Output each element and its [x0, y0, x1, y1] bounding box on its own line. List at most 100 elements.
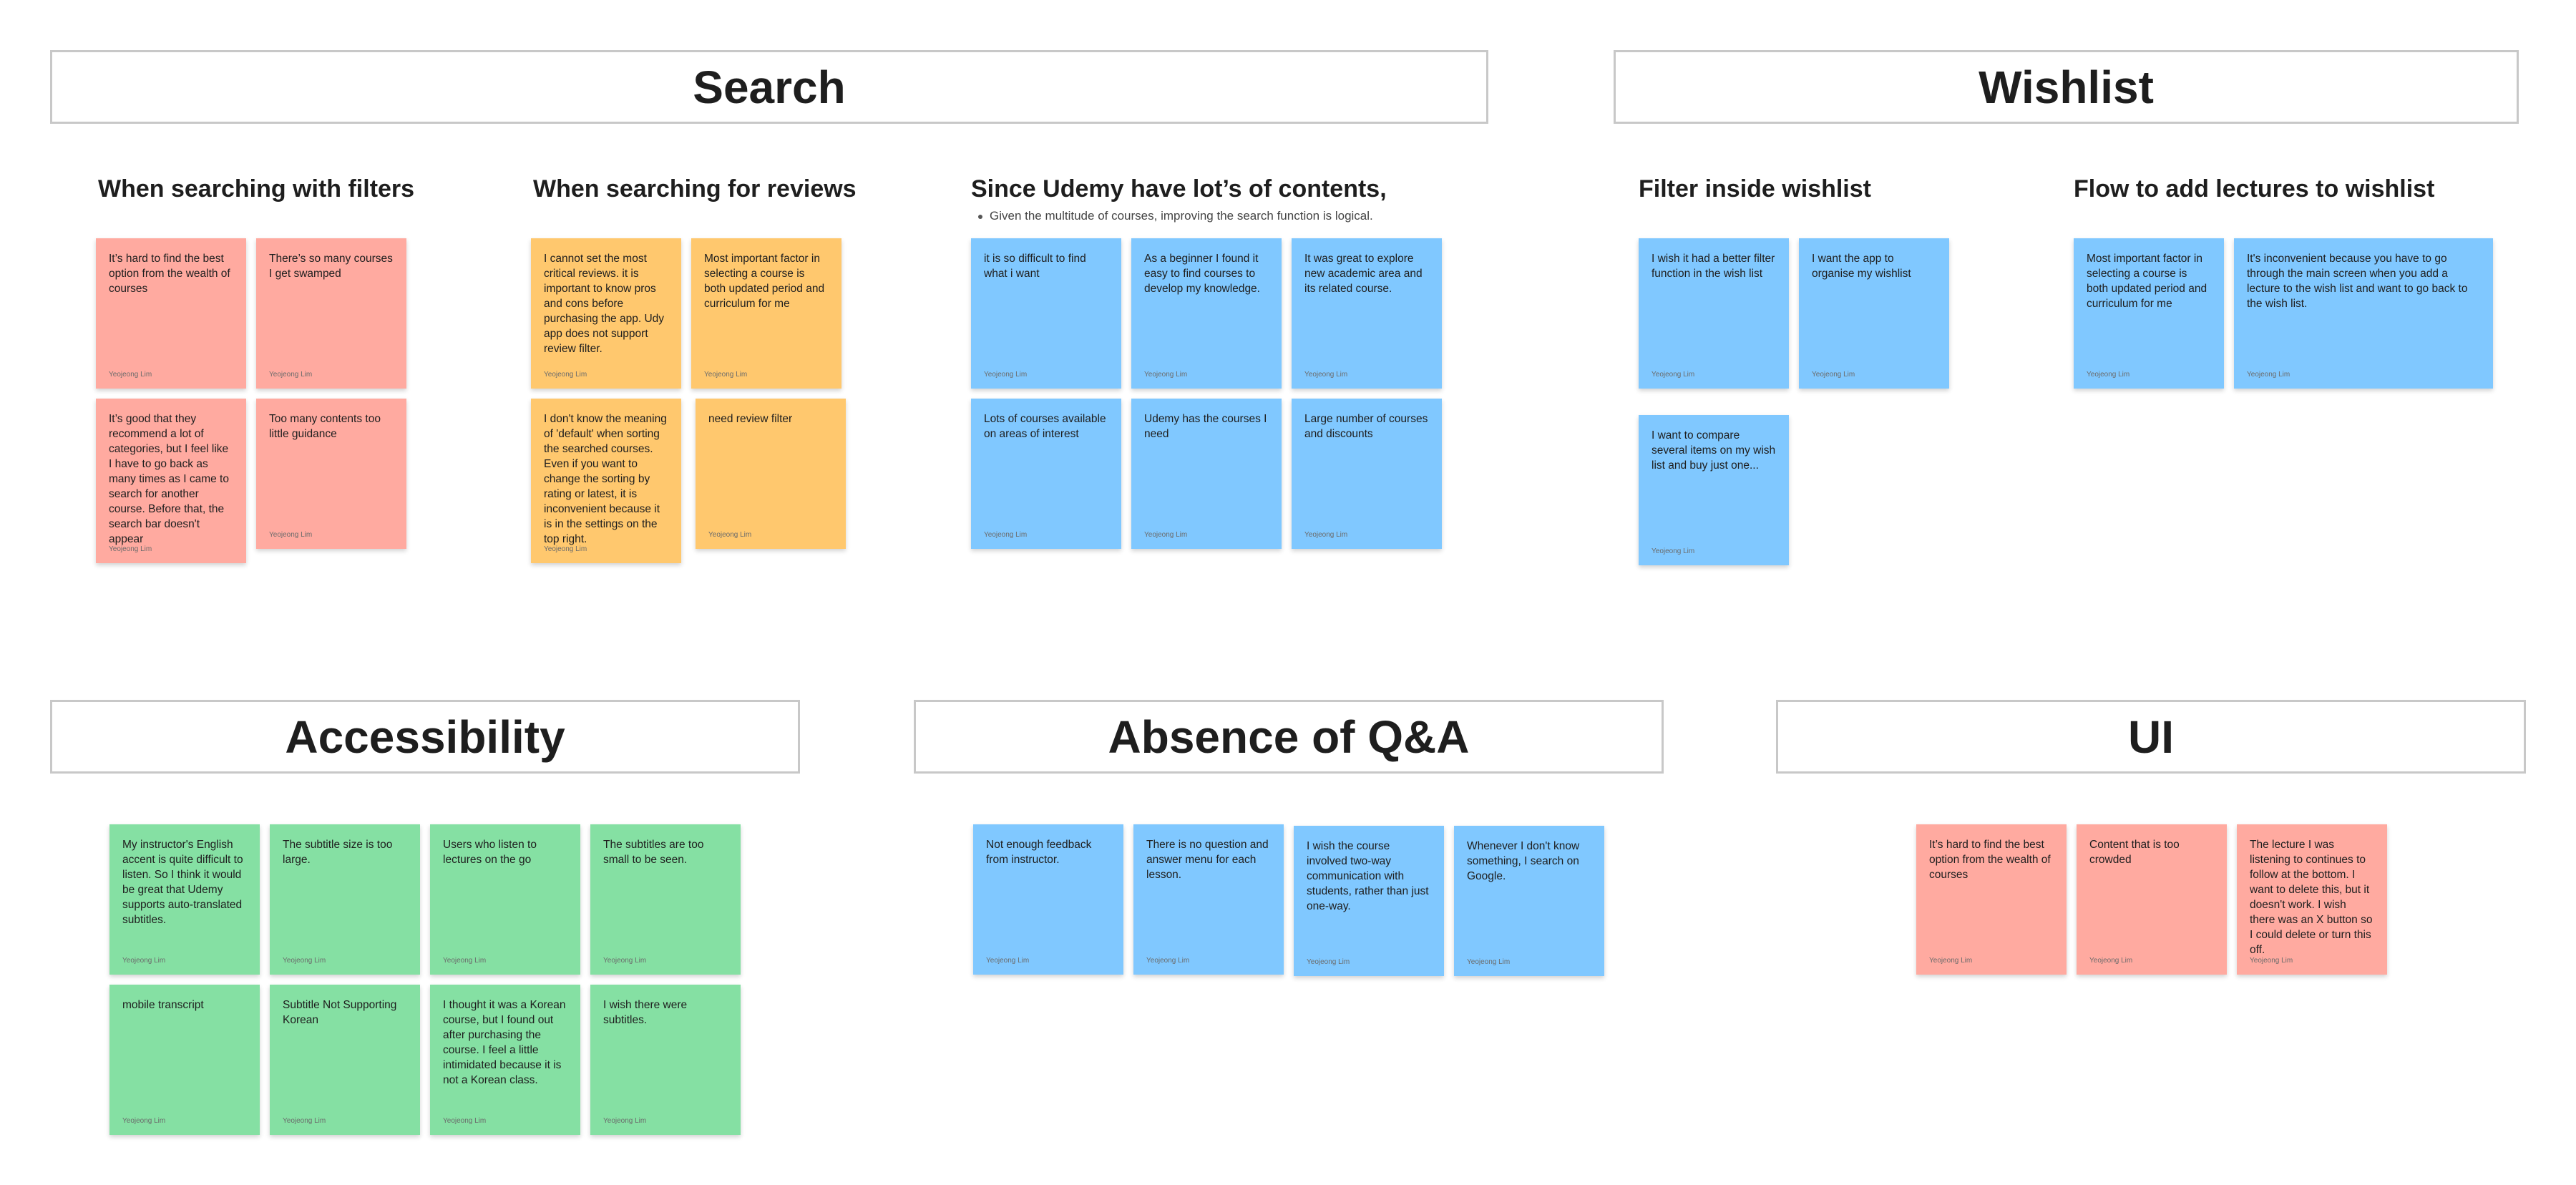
- sticky-note[interactable]: Subtitle Not Supporting Korean Yeojeong …: [270, 985, 420, 1135]
- sticky-text: It’s good that they recommend a lot of c…: [109, 413, 229, 545]
- sticky-text: Content that is too crowded: [2089, 839, 2180, 866]
- sticky-author: Yeojeong Lim: [984, 531, 1028, 539]
- sticky-text: I don't know the meaning of 'default' wh…: [544, 413, 667, 545]
- sticky-note[interactable]: Not enough feedback from instructor. Yeo…: [973, 824, 1123, 975]
- sticky-note[interactable]: It’s hard to find the best option from t…: [1916, 824, 2067, 975]
- sticky-author: Yeojeong Lim: [704, 371, 748, 379]
- sticky-author: Yeojeong Lim: [603, 957, 647, 965]
- sticky-note[interactable]: Users who listen to lectures on the go Y…: [430, 824, 580, 975]
- sticky-author: Yeojeong Lim: [603, 1117, 647, 1125]
- sticky-text: Udemy has the courses I need: [1144, 413, 1267, 440]
- sticky-text: I wish the course involved two-way commu…: [1307, 840, 1429, 912]
- sticky-note[interactable]: The subtitle size is too large. Yeojeong…: [270, 824, 420, 975]
- sticky-author: Yeojeong Lim: [1652, 547, 1695, 555]
- sticky-author: Yeojeong Lim: [1652, 371, 1695, 379]
- sticky-text: Users who listen to lectures on the go: [443, 839, 537, 866]
- sticky-text: As a beginner I found it easy to find co…: [1144, 253, 1260, 295]
- group-title-wishlist-filter: Filter inside wishlist: [1639, 175, 1871, 203]
- sticky-author: Yeojeong Lim: [2087, 371, 2130, 379]
- sticky-author: Yeojeong Lim: [443, 1117, 487, 1125]
- group-title-filters: When searching with filters: [98, 175, 415, 203]
- sticky-note[interactable]: need review filter Yeojeong Lim: [696, 399, 846, 549]
- sticky-author: Yeojeong Lim: [1146, 957, 1190, 965]
- section-header-wishlist: Wishlist: [1614, 50, 2519, 124]
- sticky-note[interactable]: Large number of courses and discounts Ye…: [1292, 399, 1442, 549]
- group-title-contents: Since Udemy have lot’s of contents,: [971, 175, 1387, 203]
- sticky-text: I cannot set the most critical reviews. …: [544, 253, 665, 355]
- sticky-text: I thought it was a Korean course, but I …: [443, 999, 566, 1086]
- sticky-note[interactable]: I wish it had a better filter function i…: [1639, 238, 1789, 389]
- sticky-author: Yeojeong Lim: [2250, 957, 2293, 965]
- sticky-author: Yeojeong Lim: [122, 1117, 166, 1125]
- sticky-text: Most important factor in selecting a cou…: [2087, 253, 2207, 310]
- sticky-author: Yeojeong Lim: [1929, 957, 1973, 965]
- sticky-note[interactable]: I cannot set the most critical reviews. …: [531, 238, 681, 389]
- bullet-icon: [978, 214, 982, 219]
- sticky-note[interactable]: There’s so many courses I get swamped Ye…: [256, 238, 406, 389]
- sticky-note[interactable]: Too many contents too little guidance Ye…: [256, 399, 406, 549]
- sticky-text: Lots of courses available on areas of in…: [984, 413, 1106, 440]
- sticky-author: Yeojeong Lim: [2089, 957, 2133, 965]
- sticky-note[interactable]: Lots of courses available on areas of in…: [971, 399, 1121, 549]
- sticky-text: I wish there were subtitles.: [603, 999, 688, 1026]
- sticky-note[interactable]: I wish the course involved two-way commu…: [1294, 826, 1444, 976]
- sticky-author: Yeojeong Lim: [269, 371, 313, 379]
- sticky-note[interactable]: It's inconvenient because you have to go…: [2234, 238, 2493, 389]
- sticky-author: Yeojeong Lim: [109, 371, 152, 379]
- group-note-contents: Given the multitude of courses, improvin…: [978, 209, 1373, 223]
- sticky-author: Yeojeong Lim: [1304, 531, 1348, 539]
- sticky-note[interactable]: mobile transcript Yeojeong Lim: [109, 985, 260, 1135]
- sticky-author: Yeojeong Lim: [544, 371, 587, 379]
- sticky-text: The lecture I was listening to continues…: [2250, 839, 2373, 956]
- sticky-text: It's inconvenient because you have to go…: [2247, 253, 2468, 310]
- sticky-author: Yeojeong Lim: [109, 545, 152, 553]
- sticky-note[interactable]: Whenever I don't know something, I searc…: [1454, 826, 1604, 976]
- sticky-text: It’s hard to find the best option from t…: [109, 253, 230, 295]
- sticky-author: Yeojeong Lim: [708, 531, 752, 539]
- sticky-note[interactable]: The lecture I was listening to continues…: [2237, 824, 2387, 975]
- sticky-note[interactable]: My instructor's English accent is quite …: [109, 824, 260, 975]
- sticky-text: Most important factor in selecting a cou…: [704, 253, 825, 310]
- sticky-text: I want to compare several items on my wi…: [1652, 429, 1776, 472]
- sticky-note[interactable]: There is no question and answer menu for…: [1133, 824, 1284, 975]
- sticky-author: Yeojeong Lim: [986, 957, 1030, 965]
- sticky-author: Yeojeong Lim: [2247, 371, 2290, 379]
- sticky-note[interactable]: It’s good that they recommend a lot of c…: [96, 399, 246, 563]
- sticky-text: My instructor's English accent is quite …: [122, 839, 243, 926]
- sticky-author: Yeojeong Lim: [544, 545, 587, 553]
- sticky-note[interactable]: Most important factor in selecting a cou…: [2074, 238, 2224, 389]
- sticky-note[interactable]: I don't know the meaning of 'default' wh…: [531, 399, 681, 563]
- sticky-note[interactable]: Most important factor in selecting a cou…: [691, 238, 841, 389]
- sticky-text: mobile transcript: [122, 999, 204, 1011]
- sticky-note[interactable]: Udemy has the courses I need Yeojeong Li…: [1131, 399, 1282, 549]
- sticky-note[interactable]: it is so difficult to find what i want Y…: [971, 238, 1121, 389]
- sticky-text: The subtitles are too small to be seen.: [603, 839, 704, 866]
- sticky-author: Yeojeong Lim: [1304, 371, 1348, 379]
- sticky-author: Yeojeong Lim: [984, 371, 1028, 379]
- sticky-note[interactable]: I wish there were subtitles. Yeojeong Li…: [590, 985, 741, 1135]
- sticky-note[interactable]: I want the app to organise my wishlist Y…: [1799, 238, 1949, 389]
- sticky-author: Yeojeong Lim: [1467, 958, 1511, 966]
- sticky-author: Yeojeong Lim: [1144, 371, 1188, 379]
- sticky-author: Yeojeong Lim: [122, 957, 166, 965]
- sticky-note[interactable]: Content that is too crowded Yeojeong Lim: [2077, 824, 2227, 975]
- section-header-accessibility: Accessibility: [50, 700, 800, 774]
- sticky-author: Yeojeong Lim: [1144, 531, 1188, 539]
- sticky-text: It’s hard to find the best option from t…: [1929, 839, 2051, 881]
- sticky-text: The subtitle size is too large.: [283, 839, 393, 866]
- sticky-note[interactable]: The subtitles are too small to be seen. …: [590, 824, 741, 975]
- sticky-note[interactable]: I want to compare several items on my wi…: [1639, 415, 1789, 565]
- sticky-text: There is no question and answer menu for…: [1146, 839, 1269, 881]
- sticky-text: Whenever I don't know something, I searc…: [1467, 840, 1580, 882]
- sticky-text: I wish it had a better filter function i…: [1652, 253, 1775, 280]
- sticky-note[interactable]: It was great to explore new academic are…: [1292, 238, 1442, 389]
- sticky-text: There’s so many courses I get swamped: [269, 253, 393, 280]
- group-note-text: Given the multitude of courses, improvin…: [990, 209, 1373, 223]
- sticky-author: Yeojeong Lim: [1812, 371, 1855, 379]
- sticky-note[interactable]: As a beginner I found it easy to find co…: [1131, 238, 1282, 389]
- sticky-text: Subtitle Not Supporting Korean: [283, 999, 397, 1026]
- sticky-text: It was great to explore new academic are…: [1304, 253, 1423, 295]
- sticky-note[interactable]: I thought it was a Korean course, but I …: [430, 985, 580, 1135]
- sticky-note[interactable]: It’s hard to find the best option from t…: [96, 238, 246, 389]
- sticky-author: Yeojeong Lim: [283, 957, 326, 965]
